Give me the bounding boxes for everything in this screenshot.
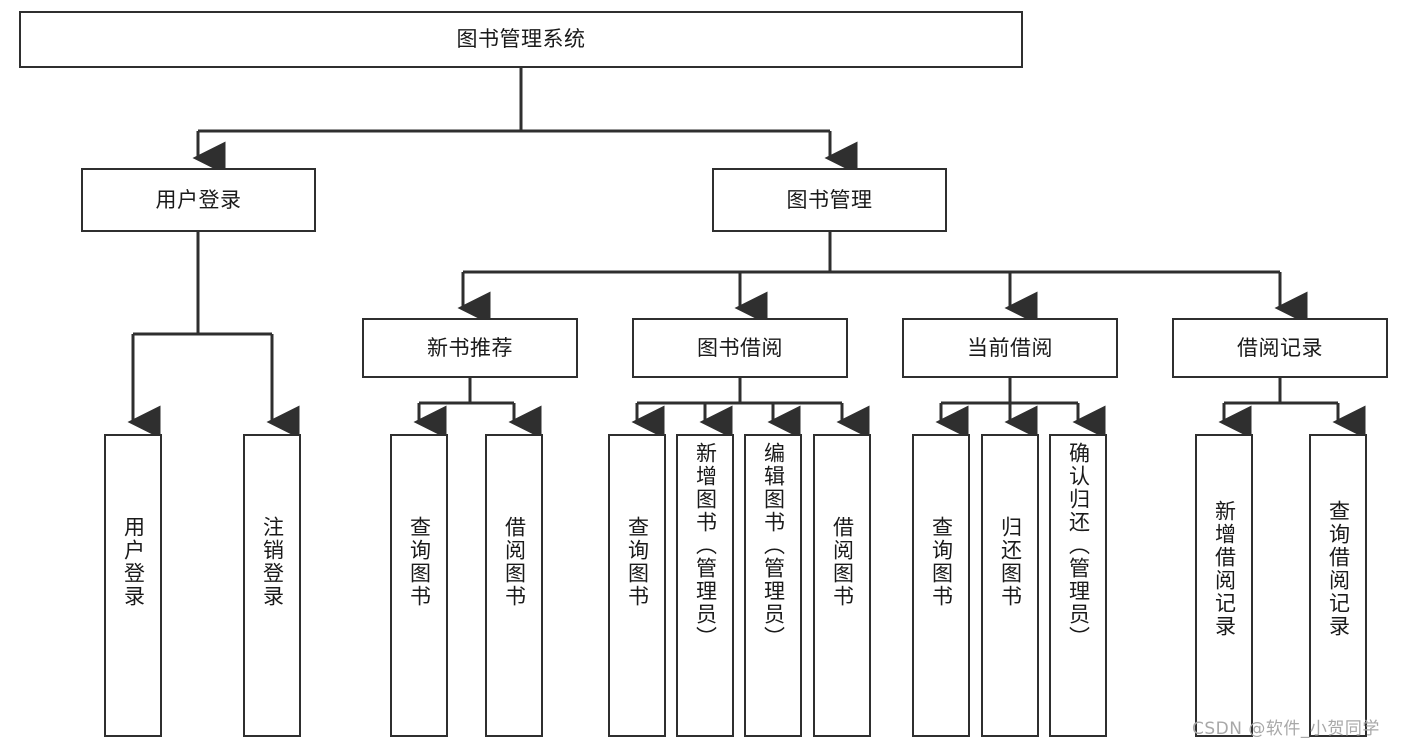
node-user-login-label: 用户登录 — [155, 187, 242, 212]
leaf-label: 新增借阅记录 — [1212, 500, 1237, 638]
node-current-borrow-label: 当前借阅 — [967, 335, 1053, 360]
leaf-label: 归还图书 — [998, 516, 1023, 608]
leaf-label: 用户登录 — [121, 516, 146, 608]
leaf-label: 借阅图书 — [830, 516, 855, 608]
leaf-label: 借阅图书 — [502, 516, 527, 608]
node-borrow-record-label: 借阅记录 — [1237, 335, 1323, 360]
leaf-label: 注销登录 — [260, 516, 285, 608]
leaf-label: 新增图书（管理员） — [693, 442, 718, 649]
leaf-current-borrow-confirm[interactable]: 确认归还（管理员） — [1049, 434, 1107, 737]
csdn-watermark: CSDN @软件_小贺同学 — [1192, 719, 1380, 739]
leaf-label: 编辑图书（管理员） — [761, 442, 786, 649]
leaf-label: 查询图书 — [929, 516, 954, 608]
node-new-book-recommend-label: 新书推荐 — [427, 335, 513, 360]
node-book-management-label: 图书管理 — [786, 187, 873, 212]
leaf-user-login-logout[interactable]: 注销登录 — [243, 434, 301, 737]
leaf-current-borrow-return[interactable]: 归还图书 — [981, 434, 1039, 737]
leaf-book-borrow-borrow[interactable]: 借阅图书 — [813, 434, 871, 737]
leaf-book-borrow-add[interactable]: 新增图书（管理员） — [676, 434, 734, 737]
node-current-borrow[interactable]: 当前借阅 — [902, 318, 1118, 378]
leaf-borrow-record-query[interactable]: 查询借阅记录 — [1309, 434, 1367, 737]
leaf-current-borrow-query[interactable]: 查询图书 — [912, 434, 970, 737]
node-user-login[interactable]: 用户登录 — [81, 168, 316, 232]
leaf-book-borrow-query[interactable]: 查询图书 — [608, 434, 666, 737]
node-new-book-recommend[interactable]: 新书推荐 — [362, 318, 578, 378]
leaf-borrow-record-add[interactable]: 新增借阅记录 — [1195, 434, 1253, 737]
leaf-user-login-login[interactable]: 用户登录 — [104, 434, 162, 737]
node-root-label: 图书管理系统 — [456, 27, 586, 52]
leaf-label: 查询图书 — [407, 516, 432, 608]
node-book-borrow[interactable]: 图书借阅 — [632, 318, 848, 378]
node-root[interactable]: 图书管理系统 — [19, 11, 1023, 68]
node-book-borrow-label: 图书借阅 — [697, 335, 783, 360]
leaf-label: 查询借阅记录 — [1326, 500, 1351, 638]
leaf-new-book-query[interactable]: 查询图书 — [390, 434, 448, 737]
leaf-label: 查询图书 — [625, 516, 650, 608]
leaf-label: 确认归还（管理员） — [1066, 442, 1091, 649]
node-book-management[interactable]: 图书管理 — [712, 168, 947, 232]
leaf-book-borrow-edit[interactable]: 编辑图书（管理员） — [744, 434, 802, 737]
node-borrow-record[interactable]: 借阅记录 — [1172, 318, 1388, 378]
leaf-new-book-borrow[interactable]: 借阅图书 — [485, 434, 543, 737]
